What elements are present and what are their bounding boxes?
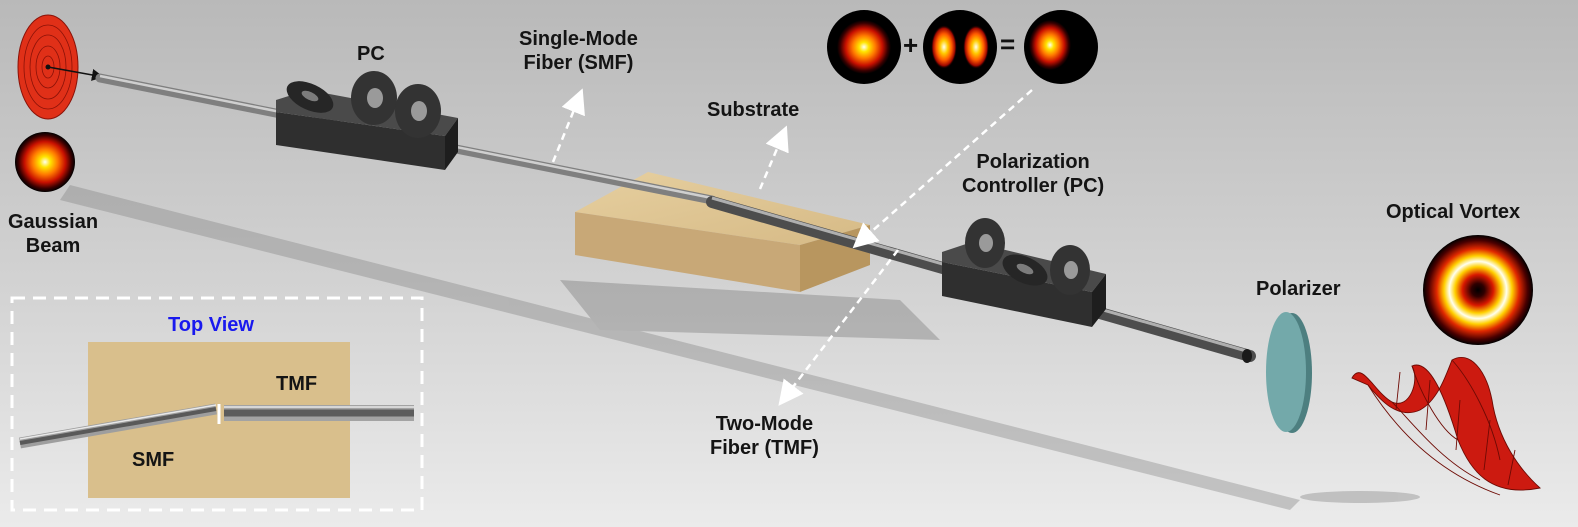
pc-label-top: PC: [357, 43, 385, 65]
single-mode-fiber-label: Single-Mode Fiber (SMF): [519, 27, 638, 75]
annotation-arrows: [551, 88, 1033, 406]
label-line: Gaussian: [8, 211, 99, 233]
plus-sign: +: [903, 30, 919, 60]
equals-sign: =: [1000, 29, 1016, 59]
polarization-controller-label: Polarization Controller (PC): [962, 150, 1104, 198]
optical-vortex-label: Optical Vortex: [1386, 201, 1521, 223]
label-line: Fiber (SMF): [523, 52, 634, 74]
label-line: Fiber (TMF): [710, 437, 819, 459]
gaussian-beam-label: Gaussian Beam: [8, 210, 98, 258]
floor-shadows: [60, 185, 1420, 510]
label-line: Single-Mode: [519, 28, 638, 50]
inset-tmf-label: TMF: [276, 373, 318, 395]
inset-smf-label: SMF: [132, 449, 175, 471]
polarization-controller-1: [276, 71, 458, 170]
gaussian-beam-profile: [15, 132, 75, 192]
polarization-controller-2: [942, 218, 1106, 327]
polarizer-label: Polarizer: [1256, 278, 1341, 300]
label-line: Two-Mode: [715, 413, 814, 435]
two-mode-fiber-label: Two-Mode Fiber (TMF): [710, 412, 819, 460]
label-line: Controller (PC): [962, 175, 1105, 197]
top-view-inset: [10, 296, 424, 512]
optical-vortex-profile: [1423, 235, 1533, 345]
gaussian-wavefront-disk: [17, 14, 104, 120]
helical-wavefront: [1351, 357, 1541, 496]
substrate-label: Substrate: [707, 99, 800, 121]
label-line: Beam: [25, 235, 81, 257]
label-line: Polarization: [976, 151, 1090, 173]
inset-title: Top View: [168, 314, 254, 336]
mode-superposition: [827, 10, 1098, 84]
polarizer-disk: [1266, 312, 1312, 433]
